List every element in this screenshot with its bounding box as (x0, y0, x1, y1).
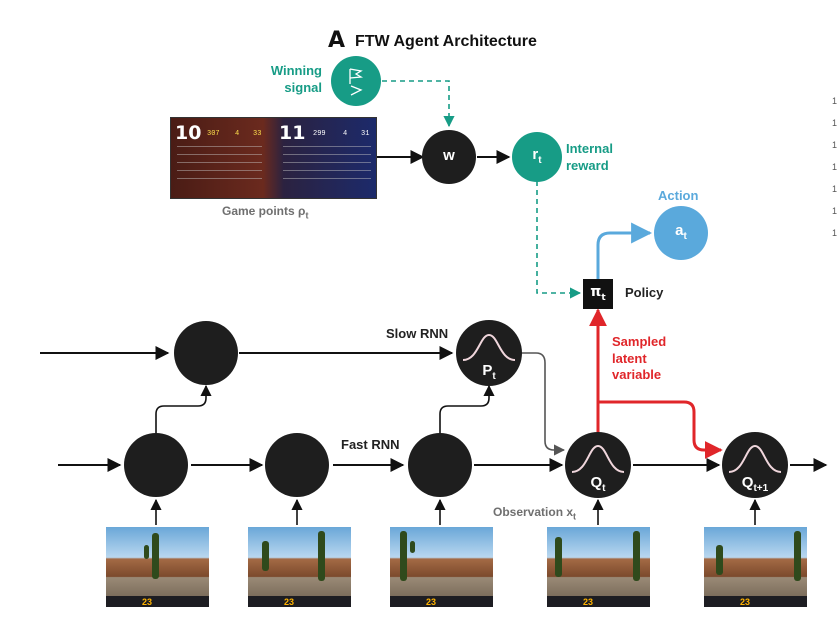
sampled-label-1: Sampled (612, 334, 667, 349)
right-stat-3: 31 (361, 130, 370, 138)
right-team-score: 11 (279, 122, 306, 144)
fast-rnn-node-2 (265, 433, 329, 497)
winning-signal-node (331, 56, 381, 106)
observation-label: Observation xt (493, 505, 577, 522)
panel-letter: A (328, 28, 346, 53)
q-next-distribution-curve (728, 444, 782, 473)
left-stat-2: 4 (235, 130, 240, 138)
action-node-label: at (675, 222, 687, 242)
reward-node (512, 132, 562, 182)
q-distribution-curve (571, 444, 625, 473)
observation-frame: 23 (248, 527, 351, 607)
left-team-score: 10 (175, 122, 202, 144)
arrow-latent-to-qnext (598, 400, 723, 459)
fast-rnn-node-1 (124, 433, 188, 497)
left-team-rows (177, 146, 262, 186)
right-stat-2: 4 (343, 130, 348, 138)
observation-frame: 23 (390, 527, 493, 607)
frame-hud-value: 23 (284, 597, 295, 607)
reward-node-label: rt (532, 146, 542, 166)
policy-node (583, 279, 613, 309)
game-scoreboard: 10 307 4 33 11 299 4 31 (170, 117, 377, 199)
right-team-rows (283, 146, 371, 186)
arrow-p-to-q (520, 352, 566, 456)
side-mark: 1 (832, 206, 838, 216)
winning-signal-label-2: signal (284, 80, 322, 95)
arrow-fast3-to-p (439, 384, 495, 434)
q-next-node (722, 432, 788, 498)
game-points-label: Game points ρt (222, 204, 309, 221)
action-node (654, 206, 708, 260)
side-mark: 1 (832, 228, 838, 238)
flag-icon (349, 68, 364, 96)
observation-frame: 23 (547, 527, 650, 607)
side-mark: 1 (832, 96, 838, 106)
side-mark: 1 (832, 118, 838, 128)
action-label: Action (658, 188, 699, 203)
slow-rnn-node-p (456, 320, 522, 386)
q-node (565, 432, 631, 498)
slow-rnn-label: Slow RNN (386, 326, 449, 341)
right-stat-1: 299 (313, 130, 326, 138)
winning-signal-label-1: Winning (270, 63, 322, 78)
left-stat-1: 307 (207, 130, 220, 138)
sampled-label-2: latent (612, 351, 647, 366)
w-node (422, 130, 476, 184)
internal-reward-label-1: Internal (566, 141, 613, 156)
fast-rnn-node-3 (408, 433, 472, 497)
arrow-policy-to-action (596, 222, 653, 280)
policy-node-label: πt (590, 284, 606, 303)
left-stat-3: 33 (253, 130, 262, 138)
diagram-title: FTW Agent Architecture (355, 33, 537, 50)
frame-hud-value: 23 (583, 597, 594, 607)
frame-hud-value: 23 (740, 597, 751, 607)
frame-hud-value: 23 (142, 597, 153, 607)
side-mark: 1 (832, 162, 838, 172)
q-next-node-label: Qt+1 (741, 474, 769, 494)
arrow-winning-to-w (382, 80, 455, 128)
w-node-label: w (443, 147, 455, 164)
observation-frame: 23 (106, 527, 209, 607)
p-distribution-curve (462, 333, 516, 361)
policy-label: Policy (625, 285, 664, 300)
side-mark: 1 (832, 184, 838, 194)
q-node-label: Qt (590, 474, 606, 494)
side-mark: 1 (832, 140, 838, 150)
fast-rnn-label: Fast RNN (341, 437, 400, 452)
arrow-fast1-to-slow (155, 384, 212, 434)
frame-hud-value: 23 (426, 597, 437, 607)
sampled-label-3: variable (612, 367, 662, 382)
arrow-reward-to-policy (536, 181, 582, 299)
slow-rnn-node-1 (174, 321, 238, 385)
internal-reward-label-2: reward (566, 158, 609, 173)
observation-frame: 23 (704, 527, 807, 607)
p-node-label: Pt (482, 362, 496, 382)
